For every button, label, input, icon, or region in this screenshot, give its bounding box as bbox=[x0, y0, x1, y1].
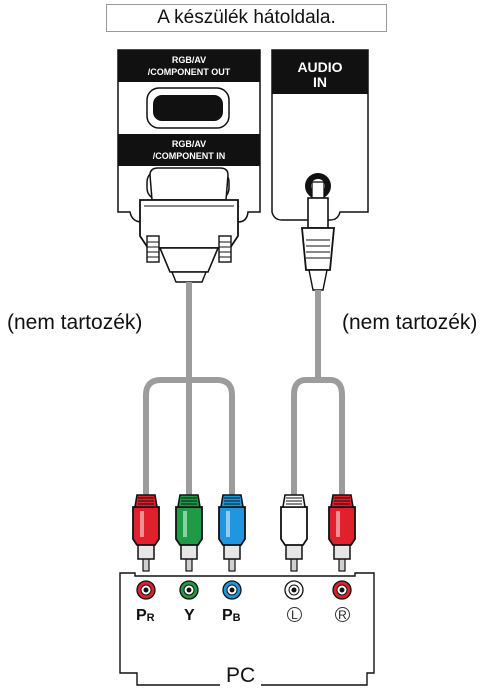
cables bbox=[143, 282, 345, 495]
rca-plug-l bbox=[280, 494, 308, 572]
d-sub-connector bbox=[139, 167, 239, 283]
rgb-out-label-2: /COMPONENT OUT bbox=[148, 67, 231, 77]
jack-pb bbox=[222, 580, 242, 600]
rca-plug-pb bbox=[218, 494, 246, 572]
audio-in-label-1: AUDIO bbox=[297, 59, 342, 75]
caption-text: A készülék hátoldala. bbox=[157, 7, 336, 28]
diagram-caption: A készülék hátoldala. bbox=[106, 4, 387, 32]
rca-plug-y bbox=[175, 494, 203, 572]
jack-label-y: Y bbox=[184, 607, 195, 624]
jack-pr bbox=[136, 580, 156, 600]
rgb-in-label-1: RGB/AV bbox=[172, 139, 206, 149]
jack-y bbox=[179, 580, 199, 600]
cable-note-right: (nem tartozék) bbox=[342, 311, 478, 334]
jack-r bbox=[332, 580, 352, 600]
jack-label-l: L bbox=[287, 607, 302, 622]
audio-in-label-2: IN bbox=[313, 74, 327, 90]
jack-l bbox=[284, 580, 304, 600]
audio-plug bbox=[301, 181, 335, 291]
pc-jacks bbox=[136, 580, 352, 600]
rgb-in-label-2: /COMPONENT IN bbox=[153, 151, 226, 161]
pc-panel bbox=[119, 572, 375, 686]
jack-label-pr: PR bbox=[136, 607, 155, 624]
rgb-out-label-1: RGB/AV bbox=[172, 55, 206, 65]
jack-label-pb: PB bbox=[222, 607, 241, 624]
rca-plug-r bbox=[328, 494, 356, 572]
audio-panel: AUDIO IN bbox=[271, 49, 369, 221]
cable-note-left: (nem tartozék) bbox=[7, 311, 143, 334]
rca-plug-pr bbox=[132, 494, 160, 572]
jack-label-r: R bbox=[335, 607, 350, 622]
pc-label: PC bbox=[220, 664, 262, 688]
